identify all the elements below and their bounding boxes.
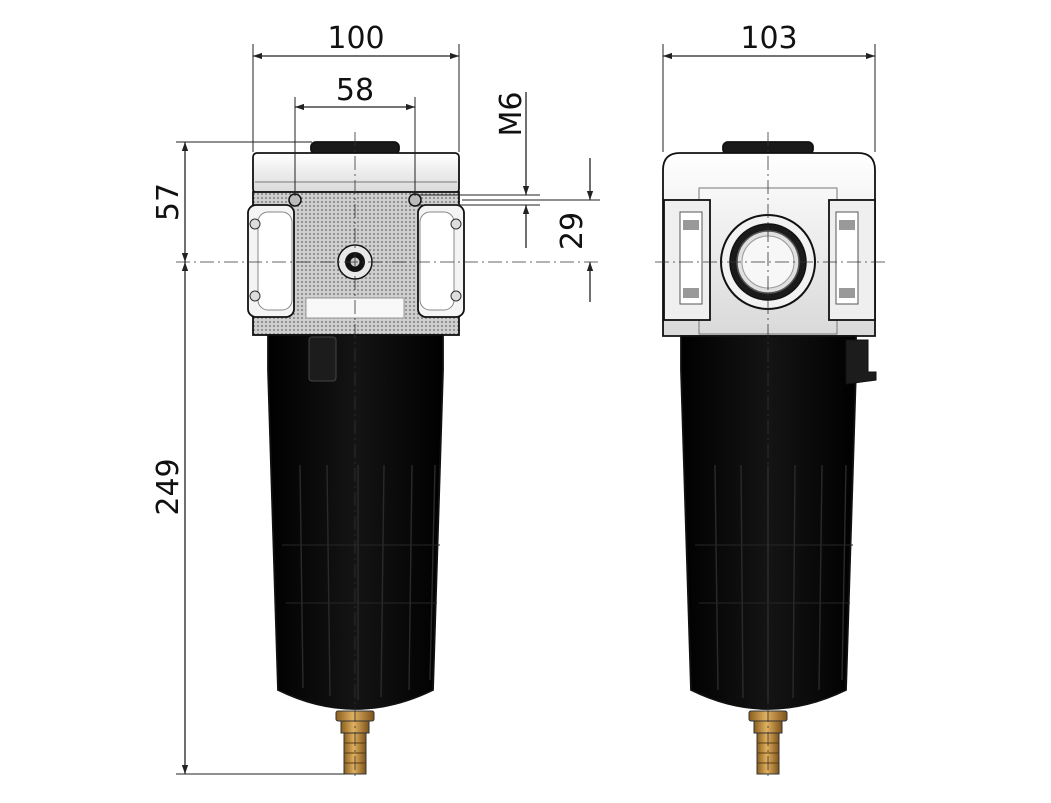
front-view (176, 132, 600, 780)
front-bowl (267, 334, 444, 710)
dim-body-upper-height: 57 (151, 183, 186, 221)
dim-front-width: 100 (327, 21, 384, 56)
front-bowl-latch (308, 336, 337, 382)
dim-hole-offset: 29 (555, 212, 590, 250)
front-body-top (252, 152, 460, 194)
dimension-labels: 100 58 M6 29 57 249 103 (151, 21, 798, 516)
dim-bowl-height: 249 (151, 458, 186, 515)
dim-hole-spacing: 58 (336, 73, 374, 108)
dim-side-width: 103 (740, 21, 797, 56)
side-view (655, 132, 885, 780)
front-bowl-ribs (282, 464, 440, 700)
side-bowl-latch (845, 339, 877, 385)
dim-thread: M6 (494, 92, 529, 137)
dimension-lines (176, 44, 876, 775)
